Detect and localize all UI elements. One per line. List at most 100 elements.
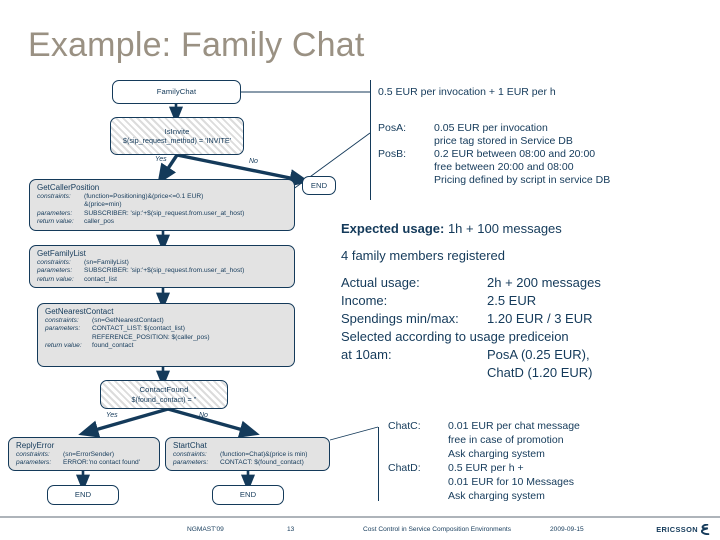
node-contact-found-condition: $(found_contact) = '' — [131, 394, 197, 404]
footer-page-number: 13 — [287, 526, 295, 533]
branch-invite-no-label: No — [249, 158, 258, 165]
node-end-chat-label: END — [239, 490, 257, 500]
income-value: 2.5 EUR — [487, 293, 537, 308]
row-value: SUBSCRIBER: 'sip:'+$(sip_request.from.us… — [84, 267, 245, 275]
row-key: return value: — [45, 341, 82, 349]
callout-chatd-line-2: 0.01 EUR for 10 Messages — [448, 476, 575, 488]
row-key: constraints: — [37, 259, 71, 266]
node-end-error[interactable]: END — [47, 485, 119, 505]
row-key: parameters: — [37, 209, 73, 217]
callout-posb-line-3: Pricing defined by script in service DB — [434, 174, 611, 186]
row-key: parameters: — [45, 325, 81, 333]
node-contact-found-title: ContactFound — [139, 385, 189, 395]
footer-date: 2009-09-15 — [550, 526, 584, 533]
node-get-caller-position-rows: constraints: (function=Positioning)&(pri… — [37, 193, 289, 226]
footer-divider — [0, 516, 720, 519]
callout-chatc-line-1: 0.01 EUR per chat message — [448, 420, 580, 432]
callout-chatc-label: ChatC: — [388, 420, 421, 432]
row-key: constraints: — [37, 193, 71, 200]
row-value: contact_list — [84, 275, 117, 283]
row-key: constraints: — [173, 451, 207, 458]
callout-chatd-label: ChatD: — [388, 462, 421, 474]
node-start-chat[interactable]: StartChat constraints: (function=Chat)&(… — [165, 437, 330, 471]
callout-chatc-line-2: free in case of promotion — [448, 434, 564, 446]
row-key: parameters: — [37, 267, 73, 275]
row-value: (sn=ErrorSender) — [63, 451, 115, 458]
row-value: (function=Positioning)&(price<=0.1 EUR) — [84, 193, 204, 200]
callout-chatd-line-1: 0.5 EUR per h + — [448, 462, 524, 474]
footer-conference: NGMAST'09 — [187, 526, 224, 533]
node-get-nearest-contact-title: GetNearestContact — [45, 307, 114, 316]
selected-time-label: at 10am: — [341, 347, 392, 362]
node-get-caller-position-title: GetCallerPosition — [37, 183, 100, 192]
branch-contact-no-label: No — [199, 412, 208, 419]
node-get-caller-position[interactable]: GetCallerPosition constraints: (function… — [29, 179, 295, 231]
row-value: &(price=min) — [84, 201, 122, 209]
row-key — [45, 334, 92, 342]
callout-bracket-chat — [378, 427, 380, 501]
row-value: ERROR:'no contact found' — [63, 459, 140, 467]
row-value: SUBSCRIBER: 'sip:'+$(sip_request.from.us… — [84, 209, 245, 217]
branch-contact-yes-label: Yes — [106, 412, 118, 419]
actual-usage-value: 2h + 200 messages — [487, 275, 601, 290]
callout-posb-label: PosB: — [378, 148, 407, 160]
selected-prediction-line: Selected according to usage prediceion — [341, 329, 569, 344]
row-value: (sn=FamilyList) — [84, 259, 129, 266]
row-key: constraints: — [16, 451, 50, 458]
callout-posa-label: PosA: — [378, 122, 407, 134]
node-end-invite-label: END — [310, 180, 328, 190]
node-start-chat-rows: constraints: (function=Chat)&(price is m… — [173, 451, 324, 468]
row-value: CONTACT_LIST: $(contact_list) — [92, 325, 185, 333]
node-get-nearest-contact[interactable]: GetNearestContact constraints: (sn=GetNe… — [37, 303, 295, 367]
node-reply-error-rows: constraints: (sn=ErrorSender) parameters… — [16, 451, 154, 468]
branch-invite-yes-label: Yes — [155, 156, 167, 163]
callout-posa-line-2: price tag stored in Service DB — [434, 135, 573, 147]
row-value: (sn=GetNearestContact) — [92, 317, 164, 324]
callout-bracket-positioning — [370, 80, 372, 200]
row-value: REFERENCE_POSITION: $(caller_pos) — [92, 333, 210, 341]
row-key: parameters: — [173, 459, 209, 467]
callout-posa-line-1: 0.05 EUR per invocation — [434, 122, 548, 134]
node-end-invite[interactable]: END — [302, 176, 336, 195]
callout-top-price: 0.5 EUR per invocation + 1 EUR per h — [378, 86, 556, 98]
node-family-chat[interactable]: FamilyChat — [112, 80, 241, 104]
ericsson-wordmark: ERICSSON — [656, 525, 698, 534]
node-end-error-label: END — [74, 490, 92, 500]
expected-usage-line: Expected usage: 1h + 100 messages — [341, 221, 562, 236]
node-contact-found[interactable]: ContactFound $(found_contact) = '' — [100, 380, 228, 409]
ericsson-symbol-icon — [701, 524, 710, 535]
node-get-nearest-contact-rows: constraints: (sn=GetNearestContact) para… — [45, 317, 289, 350]
callout-chatc-line-3: Ask charging system — [448, 448, 545, 460]
income-label: Income: — [341, 293, 388, 308]
node-get-family-list-rows: constraints: (sn=FamilyList) parameters:… — [37, 259, 289, 284]
row-value: (function=Chat)&(price is min) — [220, 451, 308, 458]
node-start-chat-title: StartChat — [173, 441, 207, 450]
node-family-chat-label: FamilyChat — [156, 87, 197, 97]
row-value: found_contact — [92, 341, 134, 349]
node-reply-error-title: ReplyError — [16, 441, 55, 450]
row-value: caller_pos — [84, 217, 115, 225]
callout-posb-line-2: free between 20:00 and 08:00 — [434, 161, 574, 173]
node-get-family-list[interactable]: GetFamilyList constraints: (sn=FamilyLis… — [29, 245, 295, 288]
row-key: constraints: — [45, 317, 79, 324]
ericsson-logo: ERICSSON — [656, 524, 710, 535]
node-reply-error[interactable]: ReplyError constraints: (sn=ErrorSender)… — [8, 437, 160, 471]
node-is-invite-condition: $(sip_request_method) = 'INVITE' — [122, 136, 231, 146]
node-end-chat[interactable]: END — [212, 485, 284, 505]
members-line: 4 family members registered — [341, 248, 505, 263]
actual-usage-label: Actual usage: — [341, 275, 420, 290]
spendings-label: Spendings min/max: — [341, 311, 459, 326]
node-get-family-list-title: GetFamilyList — [37, 249, 86, 258]
row-value: CONTACT: $(found_contact) — [220, 459, 304, 467]
node-is-invite-title: IsInvite — [164, 126, 190, 136]
row-key: return value: — [37, 217, 74, 225]
node-is-invite[interactable]: IsInvite $(sip_request_method) = 'INVITE… — [110, 117, 244, 155]
selected-value-1: PosA (0.25 EUR), — [487, 347, 590, 362]
page-title: Example: Family Chat — [28, 26, 365, 64]
callout-posb-line-1: 0.2 EUR between 08:00 and 20:00 — [434, 148, 596, 160]
row-key: return value: — [37, 275, 74, 283]
row-key — [37, 201, 84, 209]
footer-paper-title: Cost Control in Service Composition Envi… — [363, 526, 512, 533]
expected-usage-label: Expected usage: — [341, 221, 445, 236]
